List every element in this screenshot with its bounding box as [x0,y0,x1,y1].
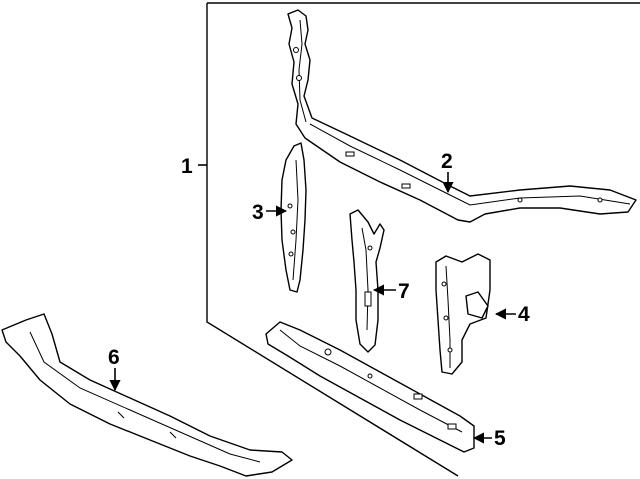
upper-tie-bar [287,9,637,223]
callout-4: 4 [494,303,530,326]
callout-label: 5 [494,427,506,450]
callout-6: 6 [108,346,121,392]
right-vertical-support [435,253,491,375]
left-vertical-support [280,142,307,293]
callout-label: 7 [398,280,410,303]
lower-deflector [1,313,293,477]
callout-label: 1 [181,155,193,178]
center-lock-support [349,209,385,353]
callout-label: 2 [441,150,453,173]
callout-2: 2 [441,150,454,194]
lower-tie-bar [265,321,475,453]
callout-label: 3 [252,201,264,224]
callout-5: 5 [472,427,506,450]
callout-7: 7 [372,280,410,303]
callout-label: 4 [518,303,530,326]
callout-label: 6 [108,346,120,369]
callout-1: 1 [181,155,193,178]
callout-3: 3 [252,201,288,224]
assembly-frame [198,2,640,477]
